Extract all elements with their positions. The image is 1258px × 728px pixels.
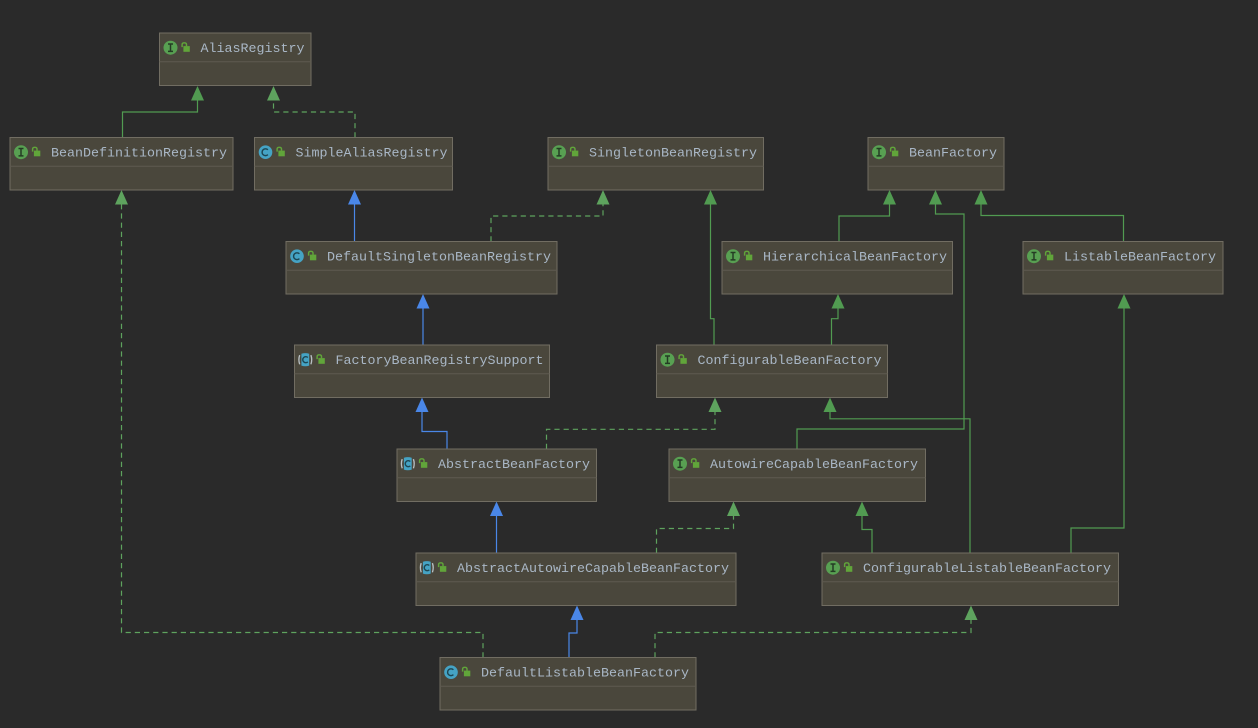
svg-text:HierarchicalBeanFactory: HierarchicalBeanFactory: [763, 250, 947, 265]
svg-text:SingletonBeanRegistry: SingletonBeanRegistry: [589, 146, 757, 161]
svg-text:AliasRegistry: AliasRegistry: [201, 42, 305, 57]
svg-text:ConfigurableBeanFactory: ConfigurableBeanFactory: [698, 354, 882, 369]
svg-text:BeanFactory: BeanFactory: [909, 146, 997, 161]
svg-text:DefaultSingletonBeanRegistry: DefaultSingletonBeanRegistry: [327, 250, 551, 265]
svg-text:AbstractBeanFactory: AbstractBeanFactory: [438, 458, 590, 473]
svg-text:SimpleAliasRegistry: SimpleAliasRegistry: [296, 146, 448, 161]
svg-text:BeanDefinitionRegistry: BeanDefinitionRegistry: [51, 146, 227, 161]
svg-text:AbstractAutowireCapableBeanFac: AbstractAutowireCapableBeanFactory: [457, 562, 729, 577]
svg-text:DefaultListableBeanFactory: DefaultListableBeanFactory: [481, 666, 689, 681]
svg-text:ListableBeanFactory: ListableBeanFactory: [1064, 250, 1216, 265]
svg-text:FactoryBeanRegistrySupport: FactoryBeanRegistrySupport: [336, 354, 544, 369]
svg-text:AutowireCapableBeanFactory: AutowireCapableBeanFactory: [710, 458, 918, 473]
svg-text:ConfigurableListableBeanFactor: ConfigurableListableBeanFactory: [863, 562, 1111, 577]
